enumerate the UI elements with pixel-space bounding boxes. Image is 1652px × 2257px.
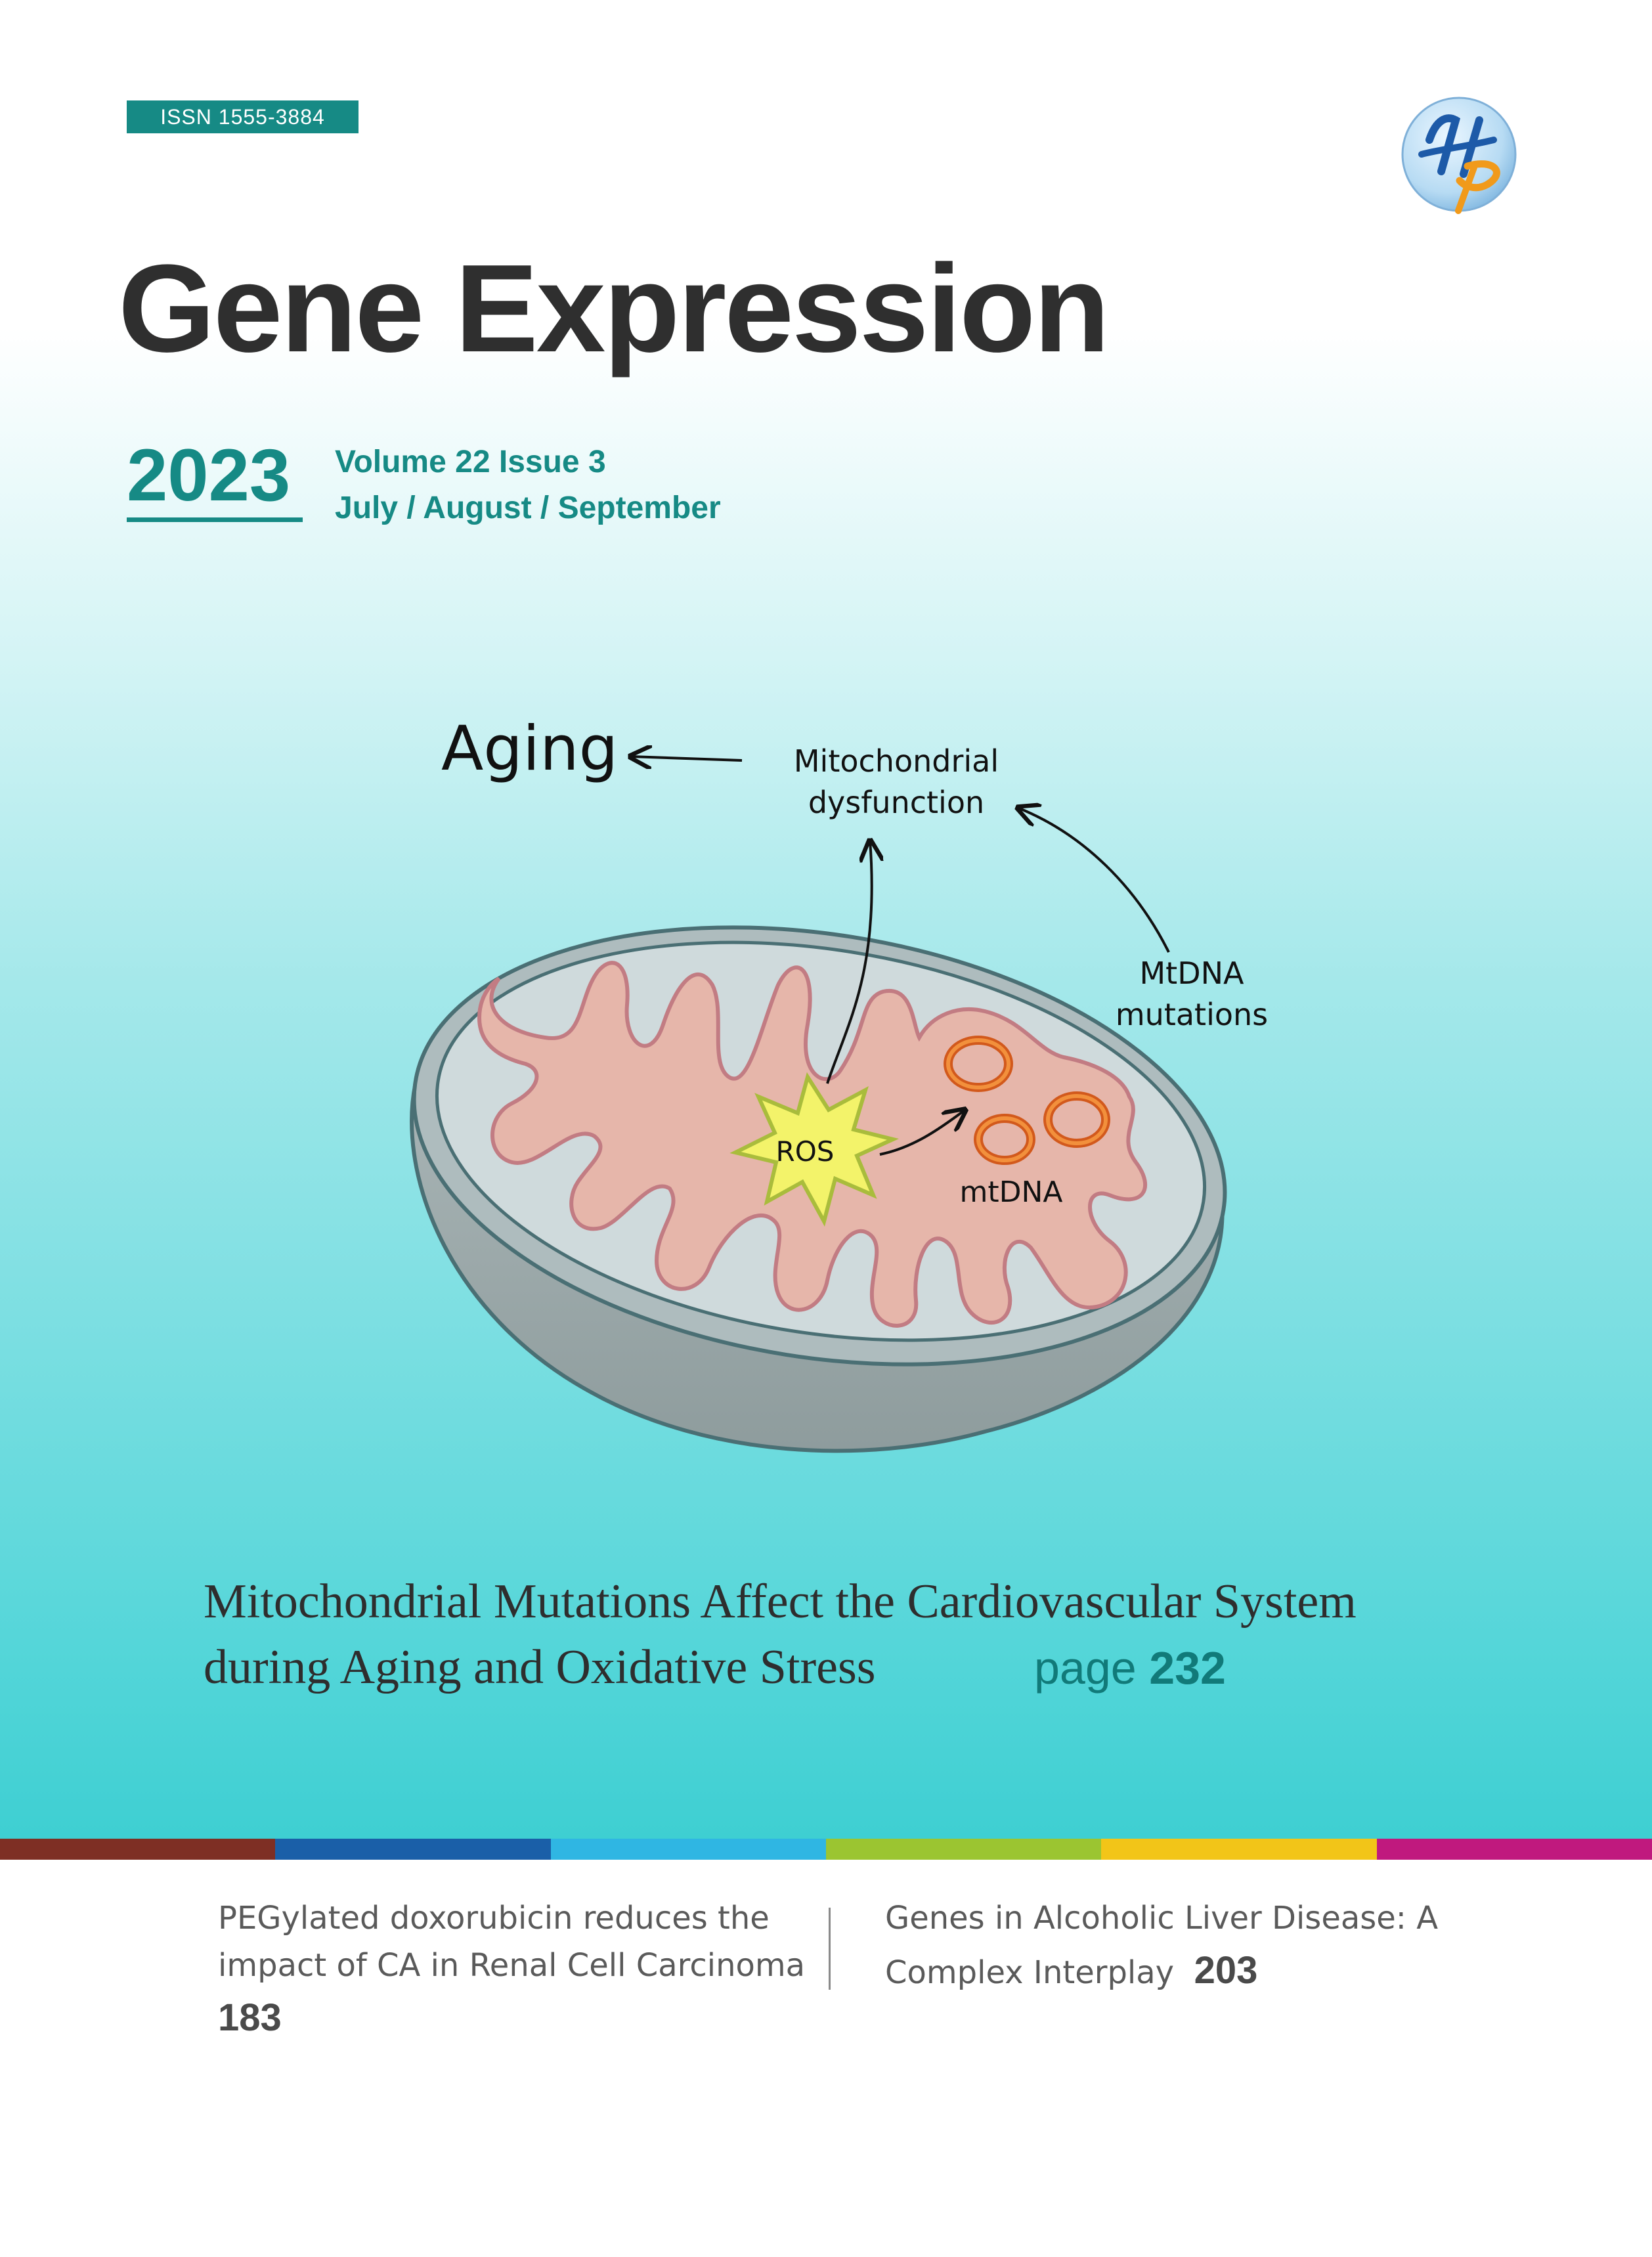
- volume-issue: Volume 22 Issue 3: [335, 445, 606, 479]
- article-teaser-1: PEGylated doxorubicin reduces the impact…: [218, 1895, 805, 2046]
- journal-title: Gene Expression: [118, 239, 1110, 378]
- article-1-line2: impact of CA in Renal Cell Carcinoma: [218, 1947, 806, 1984]
- arrow-ros-to-mtdna: [879, 1110, 965, 1156]
- feature-page-label: page: [1034, 1642, 1137, 1694]
- year-underline: [127, 517, 303, 522]
- label-mtdna: mtDNA: [959, 1175, 1062, 1209]
- label-mtdna-mutations-2: mutations: [1116, 997, 1268, 1032]
- feature-title-line2: during Aging and Oxidative Stress: [204, 1640, 876, 1694]
- teaser-divider: [829, 1908, 831, 1990]
- feature-page-ref: page 232: [1034, 1645, 1226, 1691]
- color-stripe-segment-1: [0, 1839, 276, 1860]
- arrow-mutations-to-dysfunction: [1018, 808, 1170, 953]
- mtdna-ring-highlight: [976, 1116, 1033, 1162]
- mtdna-ring-highlight: [1046, 1094, 1108, 1145]
- bottom-panel: [0, 1860, 1652, 2257]
- feature-article-title: Mitochondrial Mutations Affect the Cardi…: [204, 1569, 1517, 1701]
- mtdna-ring-highlight: [946, 1038, 1011, 1089]
- label-mito-dysfunction-1: Mitochondrial: [794, 743, 999, 779]
- label-mtdna-mutations-1: MtDNA: [1139, 955, 1244, 991]
- color-stripe-segment-5: [1101, 1839, 1377, 1860]
- color-stripe-bar: [0, 1839, 1652, 1860]
- label-aging: Aging: [441, 713, 618, 785]
- article-2-line2-text: Complex Interplay: [885, 1954, 1175, 1991]
- mitochondrion-illustration: Aging Mitochondrial dysfunction MtDNA mu…: [410, 713, 1268, 1453]
- article-2-line1: Genes in Alcoholic Liver Disease: A: [885, 1900, 1439, 1937]
- color-stripe-segment-4: [825, 1839, 1102, 1860]
- arrow-to-aging: [630, 756, 743, 760]
- article-teaser-2: Genes in Alcoholic Liver Disease: A Comp…: [885, 1895, 1438, 1999]
- label-mito-dysfunction-2: dysfunction: [808, 785, 984, 820]
- publisher-logo-icon: HP: [1395, 94, 1517, 214]
- article-1-line1: PEGylated doxorubicin reduces the: [218, 1900, 770, 1937]
- issue-year: 2023: [127, 434, 291, 516]
- article-1-page: 183: [218, 1996, 282, 2039]
- article-2-page: 203: [1194, 1949, 1258, 1992]
- color-stripe-segment-6: [1376, 1839, 1652, 1860]
- ros-burst-icon: [729, 1072, 900, 1227]
- feature-page-number: 232: [1149, 1642, 1226, 1694]
- issue-months: July / August / September: [335, 491, 721, 525]
- issn-badge: ISSN 1555-3884: [127, 100, 359, 133]
- article-2-line2: Complex Interplay 203: [885, 1942, 1438, 1999]
- logo-text: HP: [1395, 94, 1410, 97]
- color-stripe-segment-3: [550, 1839, 826, 1860]
- label-ros: ROS: [776, 1135, 835, 1168]
- feature-title-line1: Mitochondrial Mutations Affect the Cardi…: [204, 1575, 1357, 1629]
- color-stripe-segment-2: [275, 1839, 551, 1860]
- arrow-ros-to-dysfunction: [826, 841, 872, 1084]
